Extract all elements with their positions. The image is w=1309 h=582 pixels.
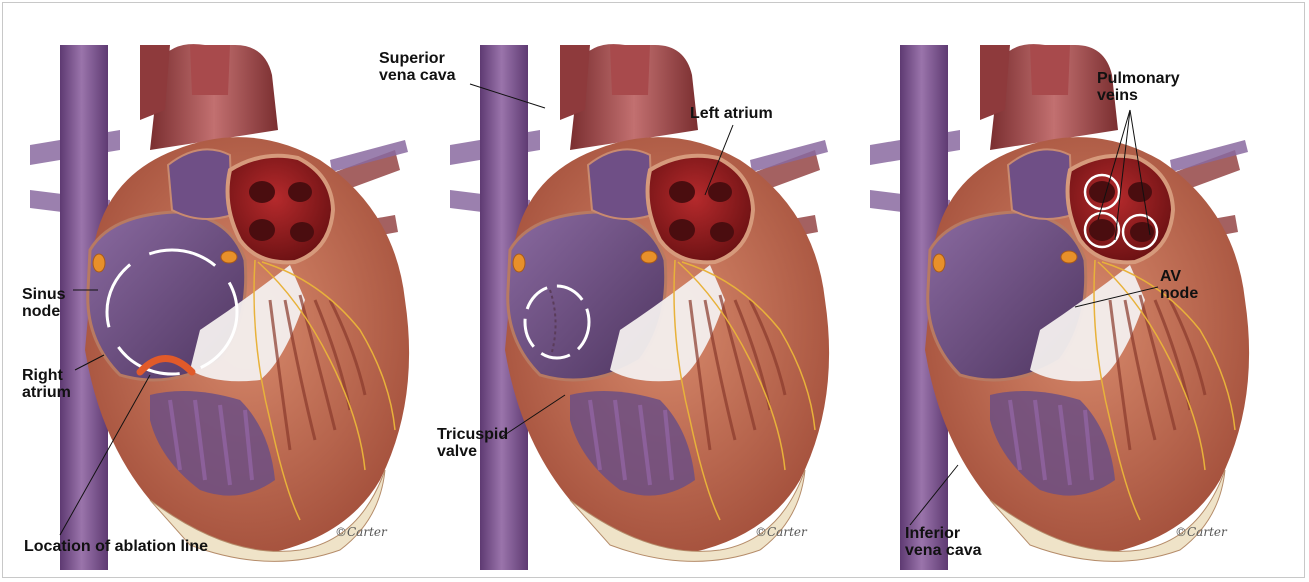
panel-1-atrial-flutter [30,44,409,570]
artist-signature-2: ©Carter [755,525,807,539]
panel-2-ablation-circuit [450,44,829,570]
label-tricuspid-valve: Tricuspid valve [437,426,508,460]
panel-3-pulmonary-vein-isolation [870,44,1249,570]
label-superior-vena-cava: Superior vena cava [379,50,456,84]
label-inferior-vena-cava: Inferior vena cava [905,525,982,559]
label-location-of-ablation-line: Location of ablation line [24,538,208,555]
label-sinus-node: Sinus node [22,286,66,320]
label-right-atrium: Right atrium [22,367,71,401]
artist-signature-1: ©Carter [335,525,387,539]
label-left-atrium: Left atrium [690,105,773,122]
label-pulmonary-veins: Pulmonary veins [1097,70,1180,104]
label-av-node: AV node [1160,268,1198,302]
artist-signature-3: ©Carter [1175,525,1227,539]
